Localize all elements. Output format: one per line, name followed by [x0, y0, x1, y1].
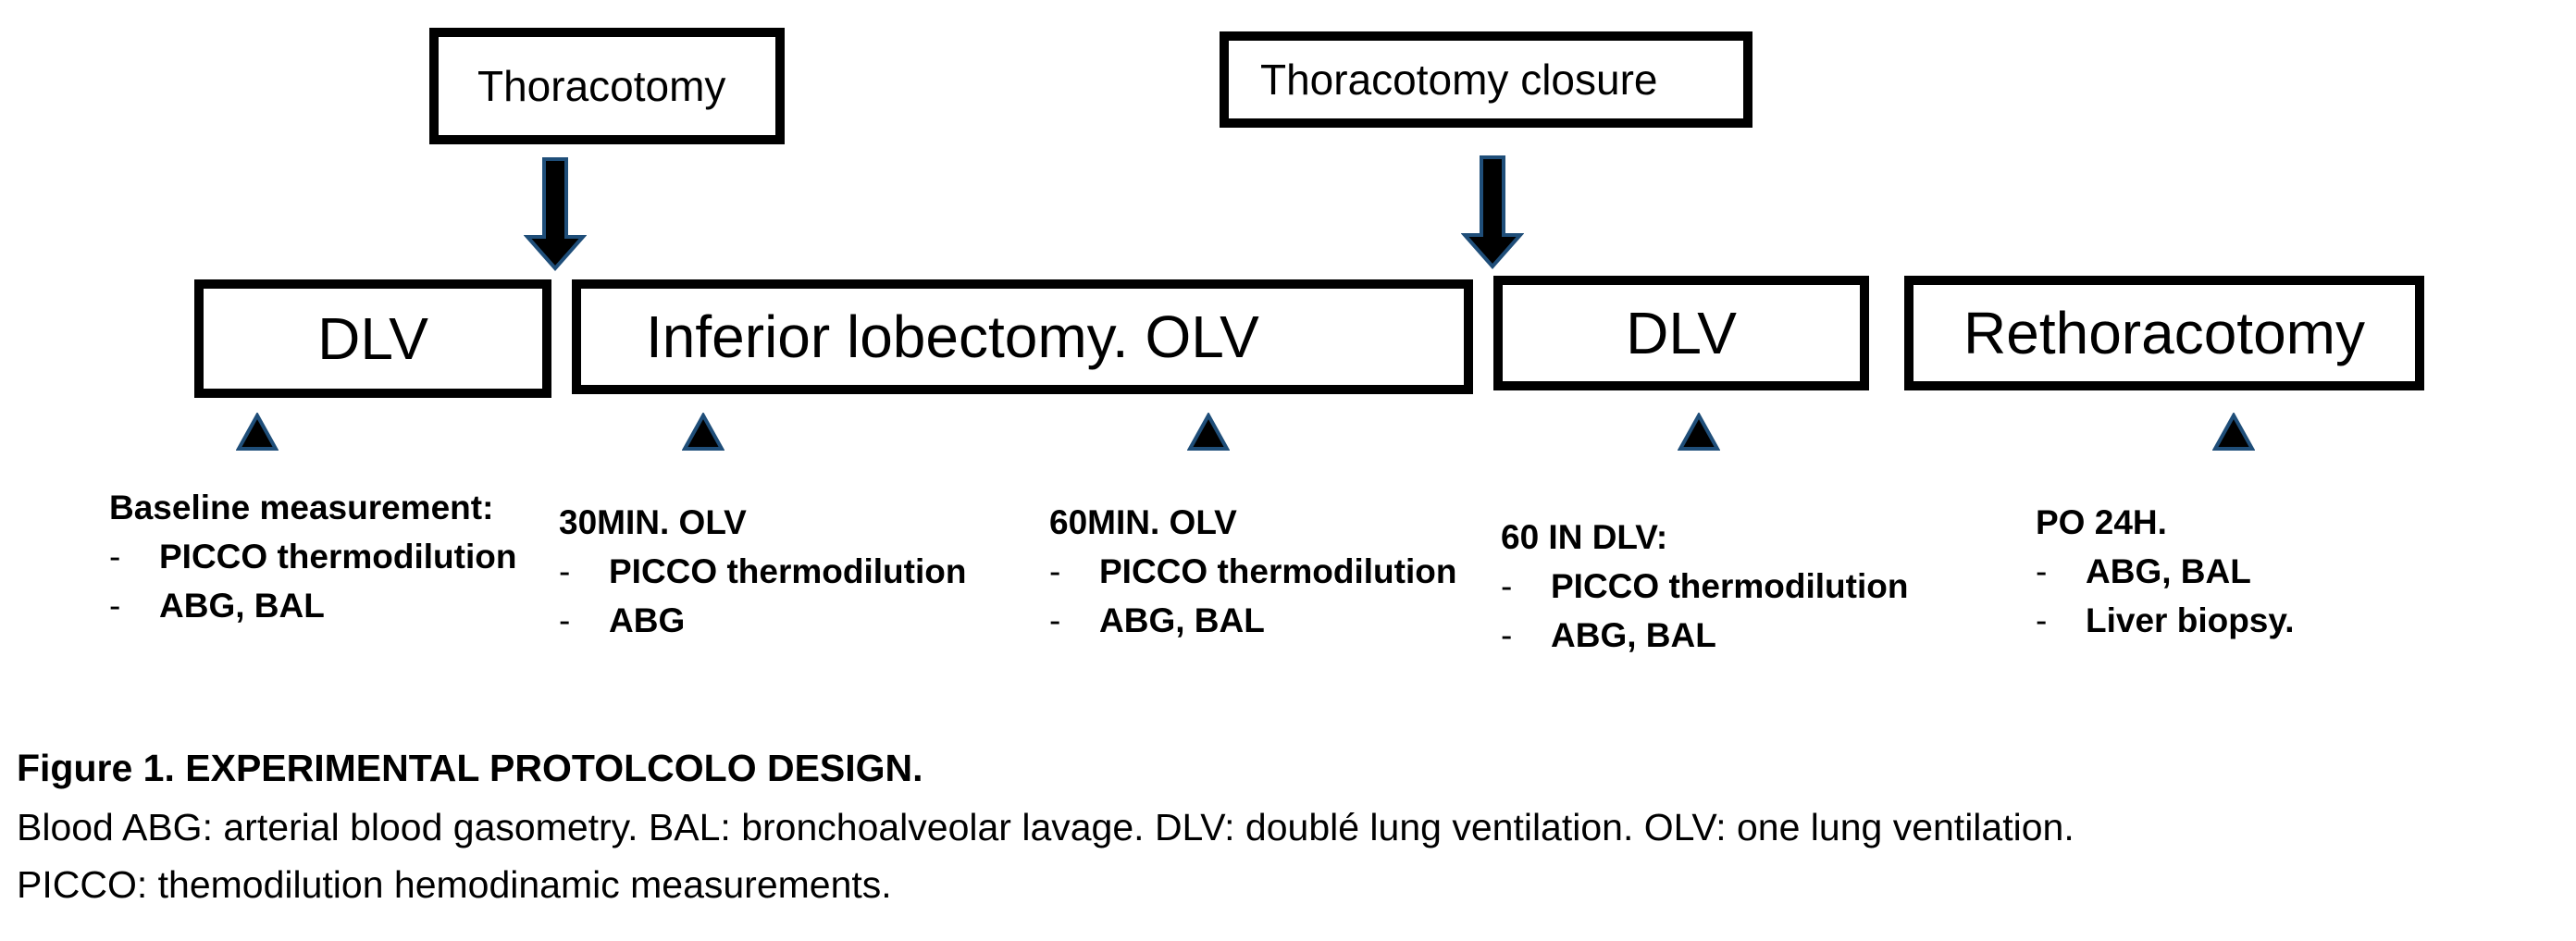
list-item: -ABG, BAL — [109, 587, 325, 625]
list-item: -ABG — [559, 601, 686, 639]
stage-label: Inferior lobectomy. OLV — [646, 303, 1259, 370]
note-header: 60 IN DLV: — [1501, 518, 1668, 556]
stage-olv-lobectomy: Inferior lobectomy. OLV — [572, 279, 1473, 394]
stage-dlv-post: DLV — [1493, 276, 1869, 390]
stage-label: DLV — [317, 305, 428, 372]
list-item: -ABG, BAL — [1049, 601, 1265, 639]
thoracotomy-label: Thoracotomy — [477, 62, 726, 110]
list-item: -ABG, BAL — [2036, 552, 2251, 590]
note-60-in-dlv: 60 IN DLV: -PICCO thermodilution -ABG, B… — [1501, 513, 1908, 660]
note-header: 60MIN. OLV — [1049, 503, 1237, 541]
down-arrow-icon — [1461, 155, 1524, 270]
timepoint-marker-icon — [1187, 413, 1230, 451]
timepoint-marker-icon — [2212, 413, 2255, 451]
note-30min-olv: 30MIN. OLV -PICCO thermodilution -ABG — [559, 498, 966, 645]
list-item: -PICCO thermodilution — [1501, 567, 1909, 605]
note-header: Baseline measurement: — [109, 489, 494, 526]
note-60min-olv: 60MIN. OLV -PICCO thermodilution -ABG, B… — [1049, 498, 1456, 645]
thoracotomy-closure-label: Thoracotomy closure — [1260, 56, 1658, 104]
stage-label: DLV — [1626, 300, 1737, 366]
list-item: -PICCO thermodilution — [1049, 552, 1457, 590]
note-header: 30MIN. OLV — [559, 503, 747, 541]
stage-dlv-baseline: DLV — [194, 279, 551, 398]
list-item: -PICCO thermodilution — [559, 552, 967, 590]
list-item: -ABG, BAL — [1501, 616, 1716, 654]
note-header: PO 24H. — [2036, 503, 2167, 541]
down-arrow-icon — [524, 157, 587, 272]
thoracotomy-closure-box: Thoracotomy closure — [1220, 31, 1752, 128]
note-baseline: Baseline measurement: -PICCO thermodilut… — [109, 483, 516, 630]
figure-legend-line: PICCO: themodilution hemodinamic measure… — [17, 863, 892, 906]
list-item: -Liver biopsy. — [2036, 601, 2295, 639]
figure-caption: Figure 1. EXPERIMENTAL PROTOLCOLO DESIGN… — [17, 740, 2074, 916]
stage-label: Rethoracotomy — [1963, 300, 2365, 366]
list-item: -PICCO thermodilution — [109, 538, 517, 576]
thoracotomy-box: Thoracotomy — [429, 28, 785, 144]
timepoint-marker-icon — [1678, 413, 1720, 451]
note-po-24h: PO 24H. -ABG, BAL -Liver biopsy. — [2036, 498, 2295, 645]
stage-rethoracotomy: Rethoracotomy — [1904, 276, 2424, 390]
figure-title: Figure 1. EXPERIMENTAL PROTOLCOLO DESIGN… — [17, 747, 923, 789]
timepoint-marker-icon — [236, 413, 279, 451]
figure-legend-line: Blood ABG: arterial blood gasometry. BAL… — [17, 806, 2074, 848]
timepoint-marker-icon — [682, 413, 724, 451]
